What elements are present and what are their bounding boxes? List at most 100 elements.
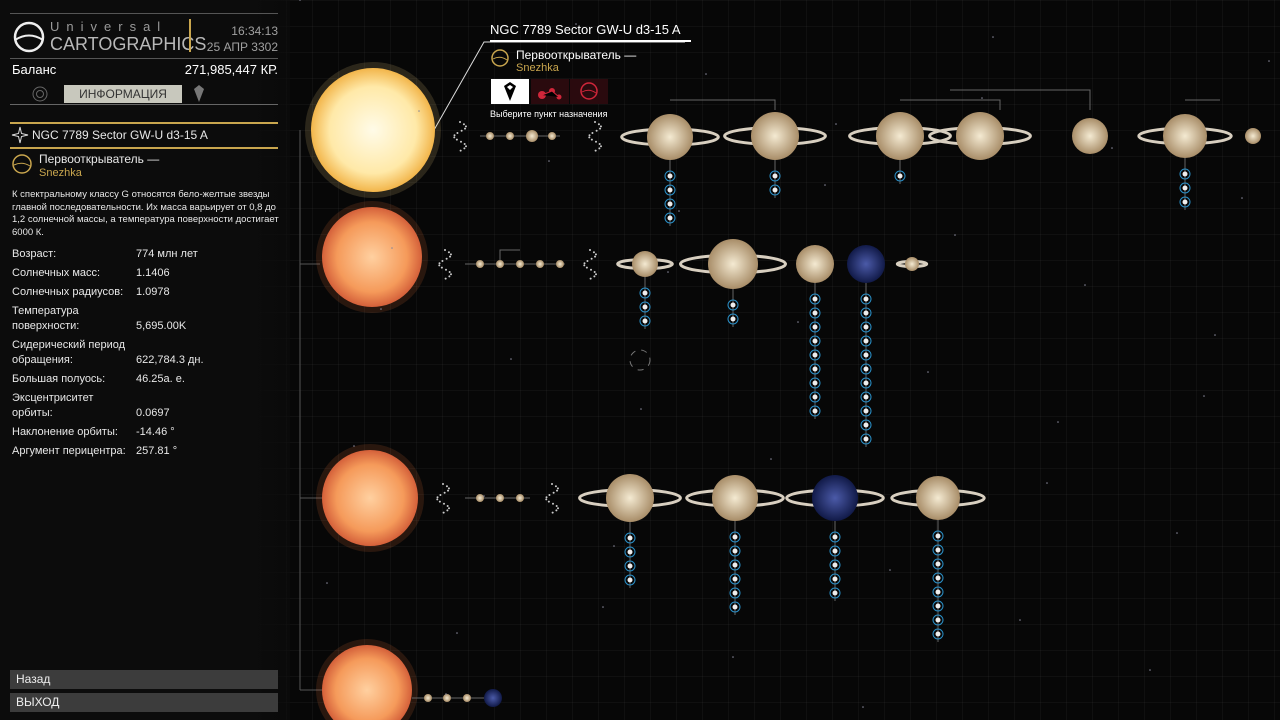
moon[interactable] [1182, 199, 1188, 205]
planet[interactable] [905, 257, 919, 271]
asteroid-belt[interactable] [445, 257, 448, 260]
planet[interactable] [486, 132, 494, 140]
moon[interactable] [812, 296, 818, 302]
moon[interactable] [863, 436, 869, 442]
moon[interactable] [863, 338, 869, 344]
moon-orbit[interactable] [664, 170, 676, 182]
asteroid-belt[interactable] [447, 489, 450, 492]
target-icon[interactable] [30, 84, 50, 104]
planet[interactable] [443, 694, 451, 702]
background-star[interactable] [732, 656, 734, 658]
moon[interactable] [935, 575, 941, 581]
asteroid-belt[interactable] [590, 257, 593, 260]
asteroid-belt[interactable] [453, 136, 456, 139]
background-star[interactable] [1203, 395, 1205, 397]
background-star[interactable] [1149, 669, 1151, 671]
moon-orbit[interactable] [727, 313, 739, 325]
moon[interactable] [812, 380, 818, 386]
background-star[interactable] [602, 606, 604, 608]
moon-orbit[interactable] [860, 349, 872, 361]
asteroid-belt[interactable] [436, 496, 439, 499]
asteroid-belt[interactable] [440, 266, 443, 269]
moon-orbit[interactable] [932, 544, 944, 556]
asteroid-belt[interactable] [445, 485, 448, 488]
moon[interactable] [627, 577, 633, 583]
background-star[interactable] [1241, 197, 1243, 199]
background-star[interactable] [1057, 421, 1059, 423]
background-star[interactable] [380, 308, 382, 310]
moon-orbit[interactable] [829, 559, 841, 571]
asteroid-belt[interactable] [442, 511, 445, 514]
asteroid-belt[interactable] [447, 487, 450, 490]
background-star[interactable] [613, 545, 615, 547]
moon[interactable] [730, 316, 736, 322]
moon-orbit[interactable] [664, 184, 676, 196]
moon[interactable] [935, 617, 941, 623]
moon[interactable] [667, 173, 673, 179]
planet[interactable] [536, 260, 544, 268]
asteroid-belt[interactable] [447, 507, 450, 510]
asteroid-belt[interactable] [459, 149, 462, 152]
moon[interactable] [832, 548, 838, 554]
asteroid-belt[interactable] [463, 143, 466, 145]
asteroid-belt[interactable] [556, 487, 559, 490]
asteroid-belt[interactable] [597, 123, 600, 126]
planet[interactable] [847, 245, 885, 283]
planet[interactable] [424, 694, 432, 702]
planet[interactable] [516, 260, 524, 268]
planet[interactable] [1072, 118, 1108, 154]
asteroid-belt[interactable] [588, 134, 591, 137]
background-star[interactable] [927, 371, 929, 373]
moon-orbit[interactable] [809, 307, 821, 319]
background-star[interactable] [954, 234, 956, 236]
background-star[interactable] [705, 73, 707, 75]
asteroid-belt[interactable] [548, 494, 551, 496]
asteroid-belt[interactable] [590, 268, 593, 271]
planet[interactable] [506, 132, 514, 140]
asteroid-belt[interactable] [555, 509, 558, 512]
moon[interactable] [935, 533, 941, 539]
moon-orbit[interactable] [624, 574, 636, 586]
back-button[interactable]: Назад [10, 670, 278, 689]
asteroid-belt[interactable] [585, 266, 588, 269]
asteroid-belt[interactable] [551, 483, 553, 485]
background-star[interactable] [456, 632, 458, 634]
moon-orbit[interactable] [932, 614, 944, 626]
planet[interactable] [496, 494, 504, 502]
moon-orbit[interactable] [729, 545, 741, 557]
moon-orbit[interactable] [1179, 168, 1191, 180]
moon-orbit[interactable] [860, 293, 872, 305]
moon[interactable] [732, 604, 738, 610]
moon-orbit[interactable] [729, 559, 741, 571]
asteroid-belt[interactable] [436, 498, 439, 501]
background-star[interactable] [981, 97, 983, 99]
moon[interactable] [812, 352, 818, 358]
planet[interactable] [956, 112, 1004, 160]
moon[interactable] [812, 366, 818, 372]
planet[interactable] [548, 132, 556, 140]
planet[interactable] [606, 474, 654, 522]
planet[interactable] [496, 260, 504, 268]
moon[interactable] [732, 590, 738, 596]
asteroid-belt[interactable] [439, 494, 442, 496]
asteroid-belt[interactable] [589, 277, 592, 280]
moon-orbit[interactable] [809, 391, 821, 403]
moon-orbit[interactable] [624, 532, 636, 544]
exit-button[interactable]: ВЫХОД [10, 693, 278, 712]
moon[interactable] [935, 603, 941, 609]
background-star[interactable] [575, 23, 577, 25]
asteroid-belt[interactable] [593, 271, 596, 273]
moon-orbit[interactable] [729, 587, 741, 599]
asteroid-belt[interactable] [545, 498, 548, 501]
asteroid-belt[interactable] [455, 138, 458, 141]
moon-orbit[interactable] [809, 293, 821, 305]
moon-orbit[interactable] [729, 531, 741, 543]
planet[interactable] [1245, 128, 1261, 144]
moon[interactable] [812, 324, 818, 330]
background-star[interactable] [889, 569, 891, 571]
cartographics-button[interactable] [570, 79, 608, 104]
star[interactable] [322, 645, 412, 720]
planet[interactable] [712, 475, 758, 521]
moon[interactable] [935, 631, 941, 637]
background-star[interactable] [835, 123, 837, 125]
